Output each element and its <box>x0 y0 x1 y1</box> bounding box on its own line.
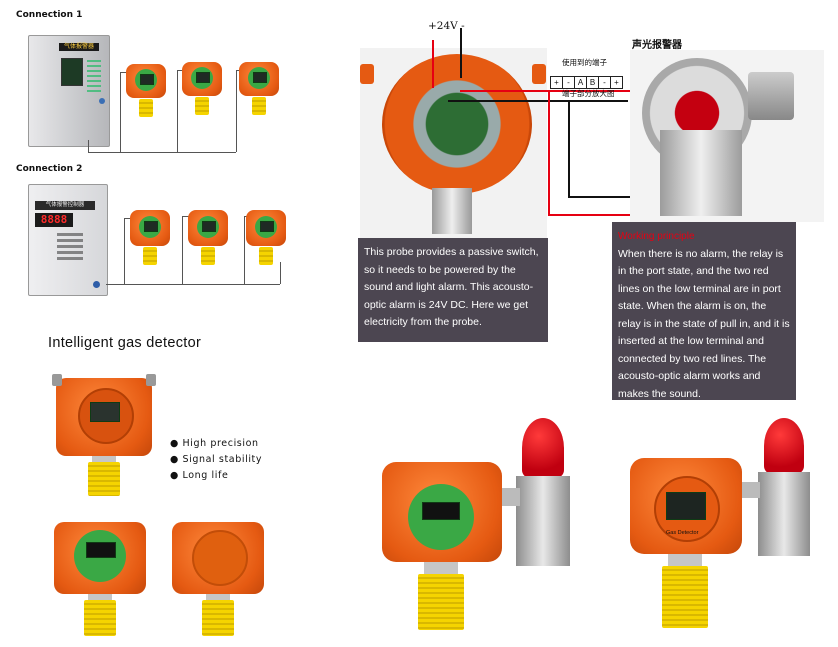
connection-2-label: Connection 2 <box>16 164 83 174</box>
gas-detector-main <box>52 372 156 498</box>
gas-detector-small <box>239 62 279 116</box>
feature-text: Signal stability <box>182 454 263 465</box>
probe-description: This probe provides a passive switch, so… <box>358 238 548 342</box>
bus-wire-1 <box>88 152 236 153</box>
bus-drop-2a <box>124 218 125 284</box>
terminal-cell: + <box>551 77 563 88</box>
acousto-optic-alarm-photo <box>630 50 824 222</box>
gas-detector-small <box>126 64 166 118</box>
bus-drop-2d <box>280 262 281 284</box>
panel-lcd <box>61 58 83 86</box>
voltage-label: +24V - <box>428 20 465 32</box>
terminal-cell: + <box>614 78 619 87</box>
terminal-top-label: 使用到的端子 <box>562 58 607 67</box>
terminal-cell: - <box>599 77 611 88</box>
bus-drop-2c <box>244 216 245 284</box>
alarm-controller-panel-1: 气体报警器 <box>28 35 110 147</box>
terminal-bottom-label: 端子部分放大图 <box>562 89 615 98</box>
panel-led-grid <box>87 60 101 94</box>
terminal-cell: A <box>575 77 587 88</box>
principle-body: When there is no alarm, the relay is in … <box>618 247 790 400</box>
bus-top-2a <box>124 218 132 219</box>
wire-red-horizontal <box>460 90 630 92</box>
terminal-cell: - <box>563 77 575 88</box>
bus-wire-2 <box>106 284 280 285</box>
feature-item: ● Long life <box>170 470 229 481</box>
gas-detector-small <box>188 210 228 266</box>
wire-black-horizontal <box>448 100 628 102</box>
wire-black-vertical <box>460 28 462 78</box>
gas-detector-small <box>182 62 222 116</box>
gas-detector-with-alarm <box>372 418 582 632</box>
panel-led-display: 8888 <box>35 213 73 227</box>
panel-title-strip: 气体报警器 <box>59 43 99 51</box>
probe-text: This probe provides a passive switch, so… <box>364 246 539 328</box>
wire-black-run <box>568 100 570 198</box>
alarm-label: 声光报警器 <box>632 40 682 51</box>
panel-knob-icon <box>93 281 100 288</box>
feature-item: ● Signal stability <box>170 454 263 465</box>
gas-detector-green-face <box>50 518 150 640</box>
principle-heading: Working principle <box>618 231 695 242</box>
gas-detector-with-alarm: Gas Detector <box>620 418 820 632</box>
wire-red-run <box>548 90 550 216</box>
bus-drop-1b <box>177 70 178 152</box>
terminal-cell: B <box>587 77 599 88</box>
working-principle-box: Working principle When there is no alarm… <box>612 222 796 400</box>
detector-label: Gas Detector <box>666 530 699 536</box>
bus-drop-1a <box>120 72 121 152</box>
bus-drop-2b <box>182 216 183 284</box>
panel-key-icon <box>99 98 105 104</box>
open-detector-photo <box>360 48 547 238</box>
terminal-block: + - A B - + <box>550 76 623 89</box>
feature-list: ● High precision ● Signal stability ● Lo… <box>170 438 262 486</box>
section-title: Intelligent gas detector <box>48 335 202 351</box>
gas-detector-closed <box>168 518 268 640</box>
feature-text: Long life <box>182 470 229 481</box>
bus-drop-1d <box>88 140 89 152</box>
gas-detector-small <box>246 210 286 266</box>
bus-top-1c <box>236 70 240 71</box>
panel-title-strip: 气体报警控制器 <box>35 201 95 210</box>
bus-top-1b <box>177 70 185 71</box>
feature-item: ● High precision <box>170 438 259 449</box>
feature-text: High precision <box>182 438 259 449</box>
connection-1-label: Connection 1 <box>16 10 83 20</box>
bus-drop-1c <box>236 70 237 152</box>
wire-red-vertical <box>432 40 434 88</box>
alarm-controller-panel-2: 气体报警控制器 8888 <box>28 184 108 296</box>
panel-keypad <box>57 233 83 263</box>
gas-detector-small <box>130 210 170 266</box>
bus-top-1a <box>120 72 128 73</box>
bus-top-2b <box>182 216 190 217</box>
